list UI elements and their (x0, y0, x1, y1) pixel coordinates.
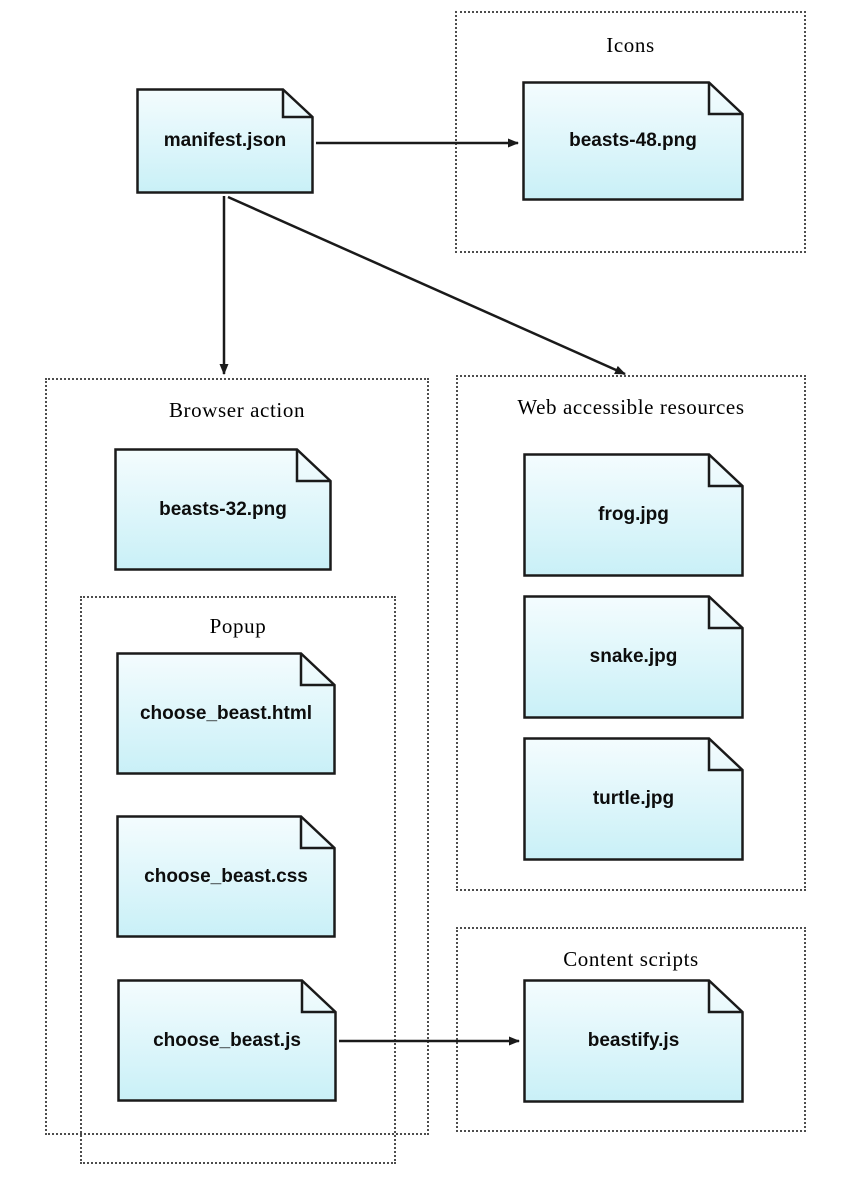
document-icon (136, 88, 314, 194)
group-label-content-scripts: Content scripts (563, 947, 699, 971)
document-icon (116, 652, 336, 775)
group-label-browser-action: Browser action (168, 398, 306, 422)
document-icon (523, 595, 744, 719)
document-icon (522, 81, 744, 201)
document-icon (523, 979, 744, 1103)
file-node-frog[interactable]: frog.jpg (522, 452, 745, 578)
file-node-turtle[interactable]: turtle.jpg (522, 736, 745, 862)
document-icon (114, 448, 332, 571)
document-icon (117, 979, 337, 1102)
file-node-beasts-48[interactable]: beasts-48.png (521, 80, 745, 202)
document-icon (116, 815, 336, 938)
file-node-snake[interactable]: snake.jpg (522, 594, 745, 720)
file-node-beastify[interactable]: beastify.js (522, 978, 745, 1104)
group-label-web-accessible-resources: Web accessible resources (517, 395, 745, 419)
group-web-accessible-resources: Web accessible resources (456, 375, 806, 891)
group-label-icons: Icons (606, 33, 655, 57)
group-content-scripts: Content scripts (456, 927, 806, 1132)
document-icon (523, 453, 744, 577)
file-node-choose-beast-css[interactable]: choose_beast.css (115, 814, 337, 939)
group-popup: Popup (80, 596, 396, 1164)
file-node-manifest[interactable]: manifest.json (135, 87, 315, 195)
document-icon (523, 737, 744, 861)
file-node-beasts-32[interactable]: beasts-32.png (113, 447, 333, 572)
group-label-popup: Popup (209, 614, 267, 638)
file-node-choose-beast-html[interactable]: choose_beast.html (115, 651, 337, 776)
group-browser-action: Browser action (45, 378, 429, 1135)
file-node-choose-beast-js[interactable]: choose_beast.js (116, 978, 338, 1103)
group-icons: Icons (455, 11, 806, 253)
